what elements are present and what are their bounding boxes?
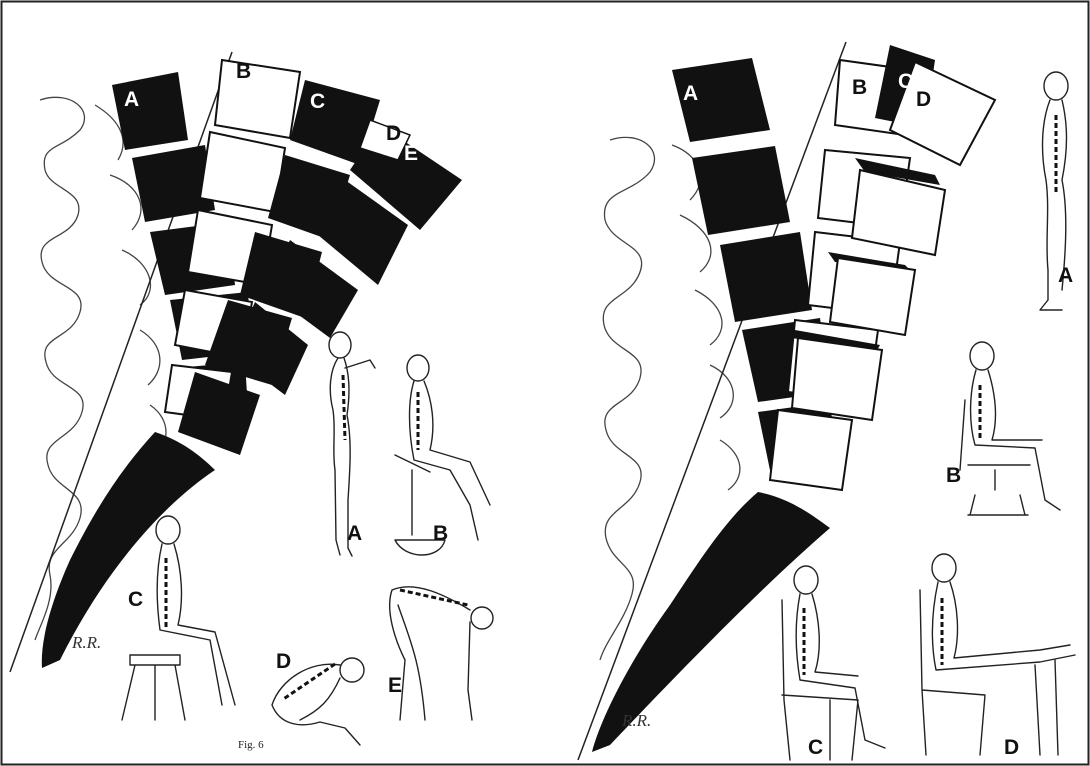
left-vertebra-label-e: E <box>404 142 418 165</box>
right-vertebra-label-c: C <box>898 70 913 93</box>
right-vertebra-label-a: A <box>683 82 698 105</box>
left-vertebra-label-c: C <box>310 90 325 113</box>
left-vertebra-b1 <box>215 60 300 138</box>
right-vertebra-b5 <box>770 410 852 490</box>
right-vertebra-a3 <box>720 232 812 322</box>
left-posture-label-a: A <box>347 522 362 545</box>
left-vertebra-label-a: A <box>124 88 139 111</box>
right-posture-label-a: A <box>1058 264 1073 287</box>
left-posture-label-e: E <box>388 674 402 697</box>
right-posture-label-b: B <box>946 464 961 487</box>
figure-caption: Fig. 6 <box>238 739 264 751</box>
right-signature: R.R. <box>621 711 651 730</box>
left-vertebra-label-d: D <box>386 122 401 145</box>
left-posture-label-d: D <box>276 650 291 673</box>
left-posture-label-c: C <box>128 588 143 611</box>
left-vertebra-label-b: B <box>236 60 251 83</box>
right-vertebra-label-d: D <box>916 88 931 111</box>
left-posture-label-b: B <box>433 522 448 545</box>
right-vertebra-a2 <box>692 146 790 235</box>
right-vertebra-d4 <box>792 338 882 420</box>
right-vertebra-label-b: B <box>852 76 867 99</box>
right-vertebra-d3 <box>830 258 915 335</box>
right-posture-label-d: D <box>1004 736 1019 759</box>
left-vertebra-a1 <box>112 72 188 150</box>
right-posture-label-c: C <box>808 736 823 759</box>
left-signature: R.R. <box>71 633 101 652</box>
